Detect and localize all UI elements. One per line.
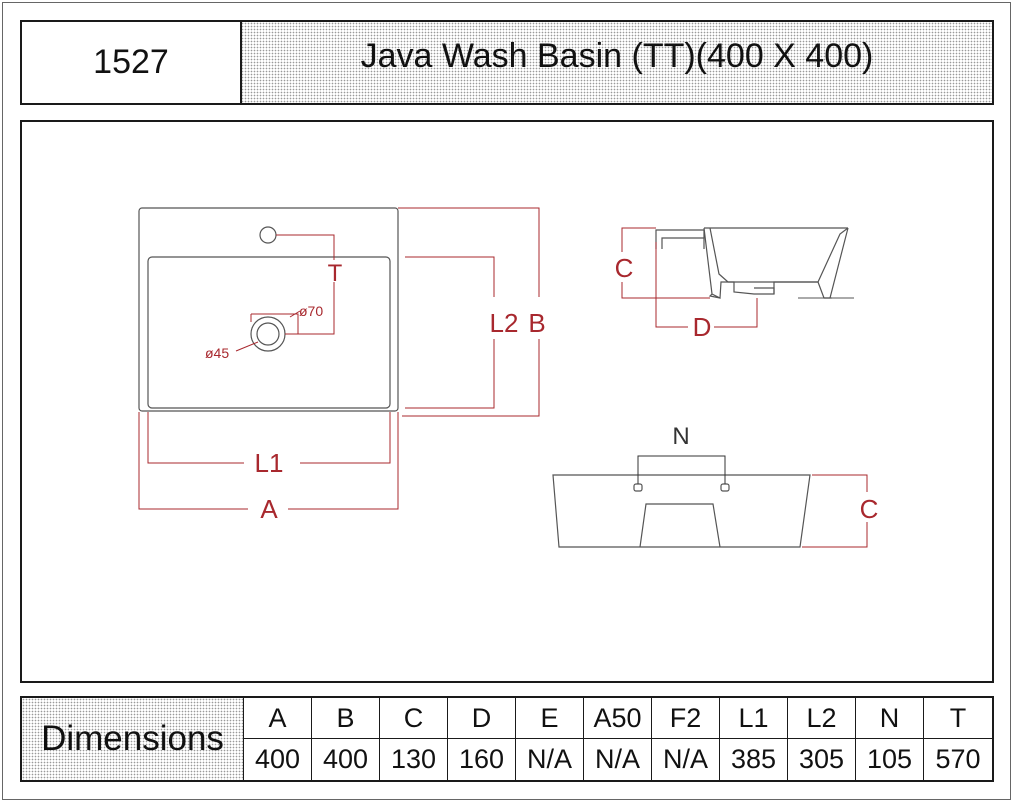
dim-value-C: 130: [380, 739, 448, 780]
dim-header-L2: L2: [788, 698, 856, 739]
product-title-cell: Java Wash Basin (TT)(400 X 400): [242, 22, 992, 103]
label-side-C: C: [615, 253, 634, 283]
label-diameter-45: ø45: [205, 345, 229, 361]
dimensions-grid: A B C D E A50 F2 L1 L2 N T 400 400 130 1…: [244, 698, 992, 780]
drawing-canvas: T ø70 ø45 L2 B L1 A: [138, 207, 879, 548]
tap-hole: [259, 226, 277, 244]
front-view-dimension-lines: [637, 455, 726, 484]
dim-value-A50: N/A: [584, 739, 652, 780]
drain-outer-ring: [250, 316, 286, 352]
drain-inner-ring: [256, 322, 280, 346]
label-diameter-70: ø70: [299, 303, 323, 319]
label-front-C: C: [860, 494, 879, 524]
label-L2: L2: [490, 308, 519, 338]
dim-header-D: D: [448, 698, 516, 739]
dimensions-table: Dimensions A B C D E A50 F2 L1 L2 N T 40…: [20, 696, 994, 782]
dim-header-N: N: [856, 698, 924, 739]
dim-header-A: A: [244, 698, 312, 739]
basin-inner-bowl: [147, 256, 391, 409]
dim-value-A: 400: [244, 739, 312, 780]
side-view-dimension-lines: [621, 227, 758, 328]
technical-drawing: T ø70 ø45 L2 B L1 A: [20, 120, 994, 683]
mounting-hole-right: [720, 483, 730, 492]
mounting-hole-left: [633, 483, 643, 492]
side-section-view: [655, 227, 854, 299]
title-block: 1527 Java Wash Basin (TT)(400 X 400): [20, 20, 994, 105]
dim-value-L1: 385: [720, 739, 788, 780]
dim-value-T: 570: [935, 744, 981, 774]
dim-header-E: E: [516, 698, 584, 739]
front-view: [552, 474, 811, 548]
product-title: Java Wash Basin (TT)(400 X 400): [360, 37, 874, 75]
dim-header-L1: L1: [720, 698, 788, 739]
dim-header-T: T: [924, 698, 992, 739]
dim-value-B: 400: [312, 739, 380, 780]
label-D: D: [693, 312, 712, 342]
top-view: [138, 207, 399, 412]
dim-value-D: 160: [448, 739, 516, 780]
dim-value-F2: N/A: [652, 739, 720, 780]
label-N: N: [672, 423, 689, 450]
label-T: T: [328, 260, 343, 287]
dim-header-F2: F2: [652, 698, 720, 739]
label-L1: L1: [255, 448, 284, 478]
label-A: A: [260, 494, 278, 524]
label-B: B: [528, 308, 545, 338]
top-view-dimension-lines: [138, 207, 540, 510]
dim-value-N: 105: [856, 739, 924, 780]
basin-front-outline: [552, 474, 811, 548]
basin-outer-outline: [138, 207, 399, 412]
dim-header-A50: A50: [584, 698, 652, 739]
front-view-height-line: [802, 474, 868, 548]
model-number: 1527: [22, 22, 242, 103]
dimensions-label: Dimensions: [22, 698, 244, 780]
dim-header-B: B: [312, 698, 380, 739]
front-recess: [639, 503, 721, 548]
dim-value-E: N/A: [516, 739, 584, 780]
dim-header-C: C: [380, 698, 448, 739]
dim-value-L2: 305: [788, 739, 856, 780]
